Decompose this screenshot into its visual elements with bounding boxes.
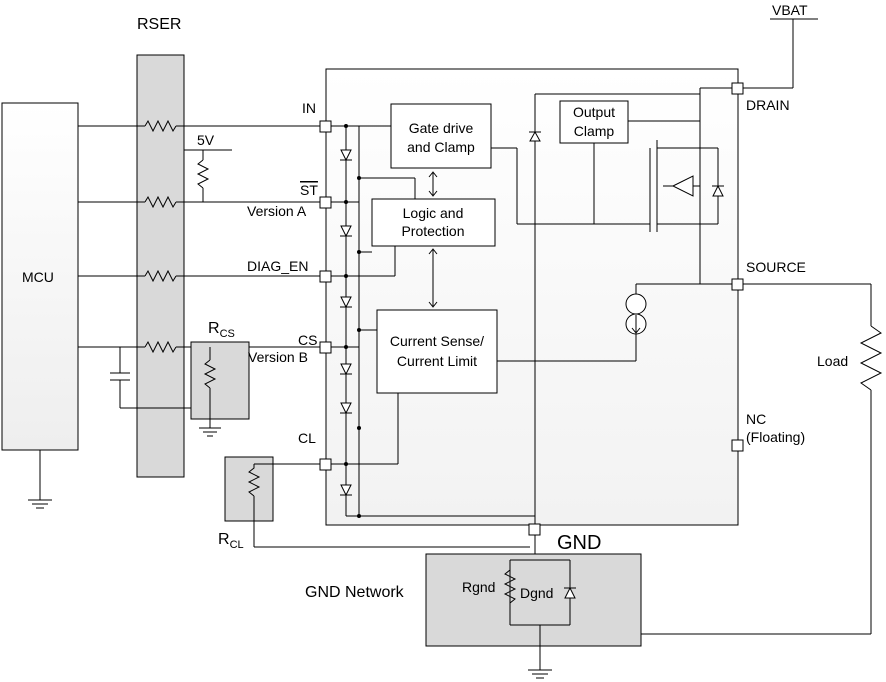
pin-drain-label: DRAIN — [746, 97, 790, 113]
dgnd-diode — [564, 586, 576, 599]
rser-resistors — [144, 119, 177, 354]
rgnd-label: Rgnd — [462, 579, 495, 595]
pin-cl-label: CL — [298, 430, 316, 446]
pin-cl — [319, 458, 332, 471]
pin-diag-en-label: DIAG_EN — [247, 258, 308, 274]
logic-label-2: Protection — [401, 223, 464, 239]
pin-source — [731, 278, 744, 291]
pin-st-label: ST — [300, 182, 318, 198]
rcl-resistor — [247, 464, 261, 497]
gate-drive-label-2: and Clamp — [407, 139, 475, 155]
rser-label: RSER — [137, 16, 181, 33]
load-resistor — [859, 325, 883, 391]
pin-in — [319, 120, 332, 133]
bidirectional-arrows — [428, 171, 438, 308]
pin-floating-label: (Floating) — [746, 429, 805, 445]
current-source-icon — [625, 293, 647, 315]
esd-diode-network — [331, 124, 535, 518]
pin-cs — [319, 341, 332, 354]
mcu-ground-symbol — [28, 499, 52, 509]
current-sense-label-1: Current Sense/ — [390, 333, 484, 349]
vbat-label: VBAT — [772, 2, 808, 18]
output-clamp-label-2: Clamp — [574, 123, 615, 139]
five-v-label: 5V — [197, 132, 215, 148]
pin-source-label: SOURCE — [746, 259, 806, 275]
mcu-block — [1, 102, 79, 451]
mcu-label: MCU — [22, 269, 54, 285]
pin-gnd — [528, 523, 541, 536]
gate-drive-block — [390, 103, 492, 169]
load-label: Load — [817, 353, 848, 369]
pin-cs-label: CS — [298, 332, 317, 348]
pin-nc — [731, 439, 744, 452]
pin-drain — [731, 82, 744, 95]
logic-protection-block — [371, 198, 496, 247]
pin-version-a-label: Version A — [247, 203, 307, 219]
current-sense-block — [376, 309, 498, 394]
output-clamp-block — [559, 100, 629, 144]
pin-version-b-label: Version B — [248, 349, 308, 365]
pullup-resistor — [196, 159, 210, 189]
pin-diag-en — [319, 270, 332, 283]
power-mosfet — [649, 87, 732, 284]
rcs-label: RCS — [208, 320, 235, 340]
current-sense-label-2: Current Limit — [397, 353, 477, 369]
output-clamp-label-1: Output — [573, 104, 615, 120]
rcl-label: RCL — [218, 531, 244, 551]
dgnd-label: Dgnd — [520, 585, 553, 601]
signal-wires — [78, 125, 320, 348]
drain-gnd-diode — [529, 130, 541, 142]
gate-drive-label-1: Gate drive — [409, 120, 474, 136]
rcs-resistor — [203, 359, 217, 389]
rser-resistor-array — [136, 54, 185, 478]
rcs-ground-symbol — [199, 427, 221, 437]
gnd-label: GND — [557, 532, 601, 554]
pin-nc-label: NC — [746, 411, 766, 427]
rgnd-resistor — [503, 569, 517, 604]
pin-st — [319, 196, 332, 209]
logic-label-1: Logic and — [403, 205, 464, 221]
main-ground-symbol — [528, 669, 552, 679]
pin-in-label: IN — [302, 100, 316, 116]
gnd-network-box — [425, 553, 642, 647]
rcs-resistor-box — [190, 341, 250, 420]
rcl-resistor-box — [224, 456, 274, 522]
gnd-network-label: GND Network — [305, 584, 405, 601]
